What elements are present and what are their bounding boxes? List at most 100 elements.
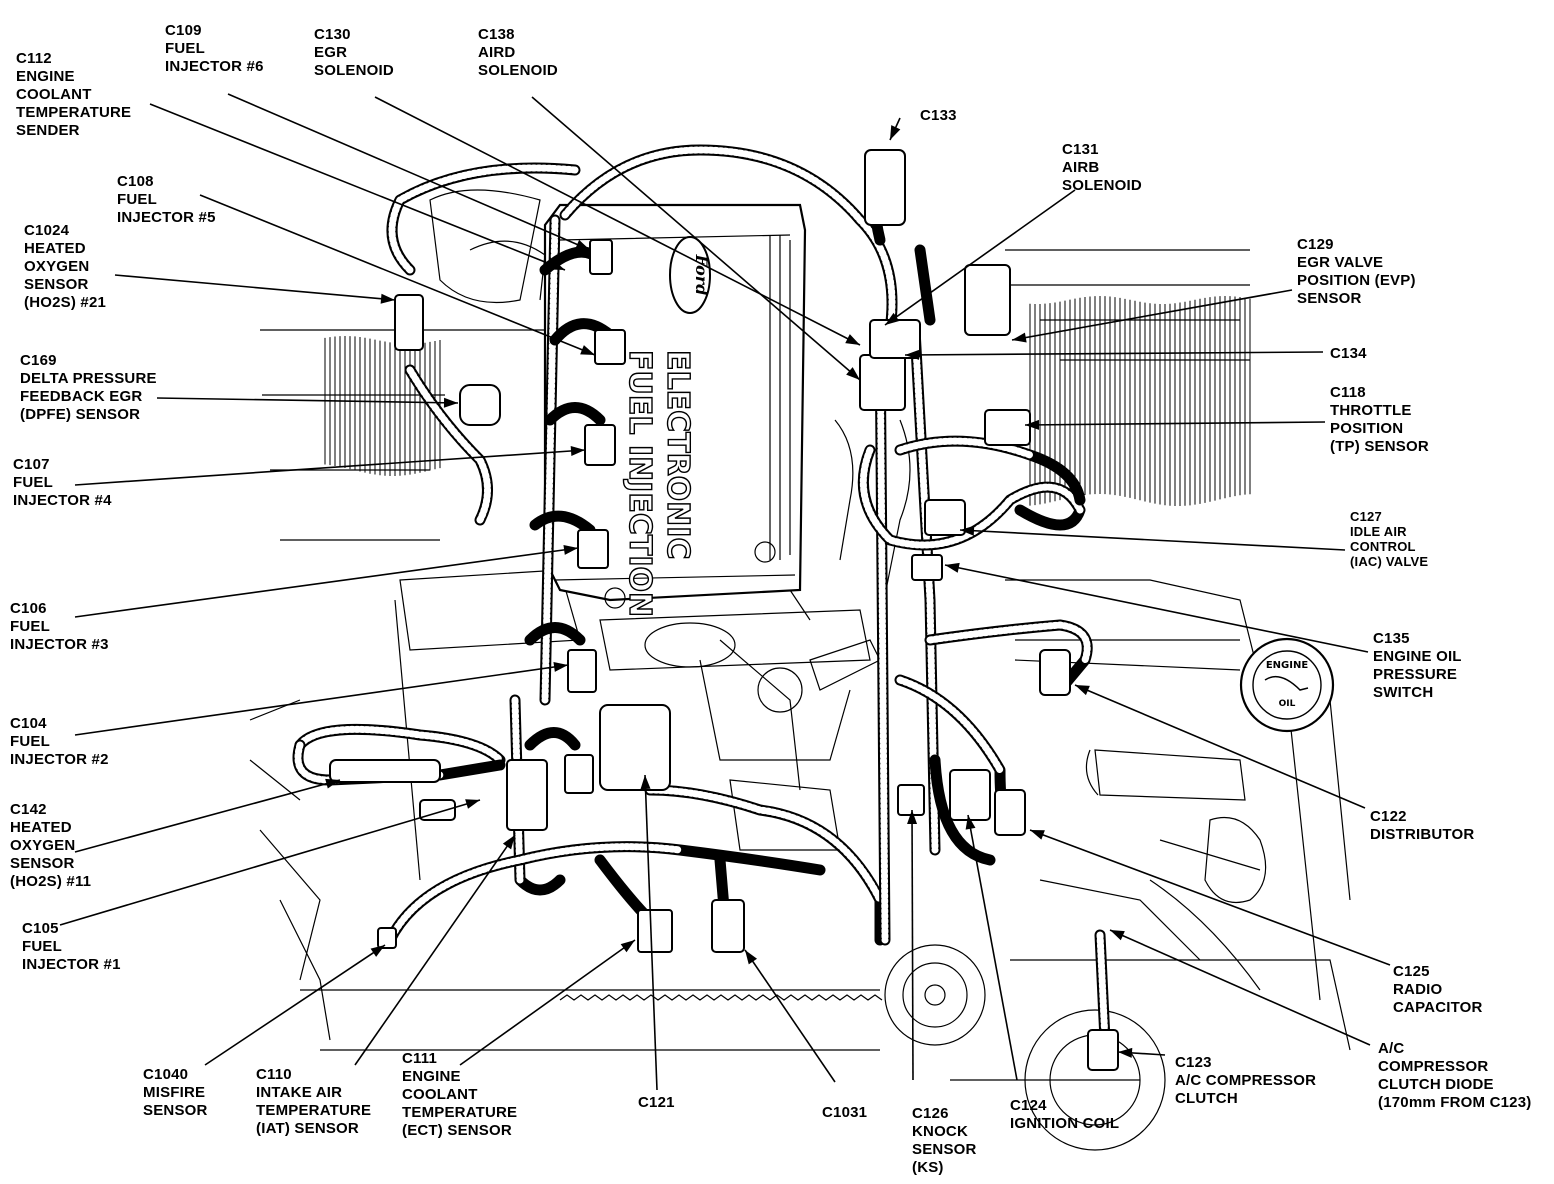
label-c1024: C1024 HEATED OXYGEN SENSOR (HO2S) #21 — [24, 222, 107, 311]
label-c135: C135 ENGINE OIL PRESSURE SWITCH — [1373, 630, 1462, 701]
connector-c123 — [1087, 1029, 1119, 1071]
arrowheads — [325, 125, 1133, 1058]
arrowhead — [1030, 830, 1045, 840]
arrowhead — [890, 125, 901, 140]
label-c122: C122 DISTRIBUTOR — [1370, 808, 1475, 843]
label-c1040: C1040 MISFIRE SENSOR — [143, 1066, 208, 1119]
arrowhead — [640, 775, 651, 790]
arrowhead — [370, 945, 385, 957]
connector-c107 — [584, 424, 616, 466]
valve-cover-text-line1: ELECTRONIC — [660, 350, 695, 559]
arrowhead — [1025, 419, 1040, 430]
connector-c127 — [924, 499, 966, 536]
arrowhead — [905, 349, 920, 360]
connector-c1040 — [377, 927, 397, 949]
label-ac-compressor-clutch-diode: A/C COMPRESSOR CLUTCH DIODE (170mm FROM … — [1378, 1040, 1532, 1111]
arrowhead — [580, 345, 595, 355]
connector-c121 — [637, 909, 673, 953]
label-c142: C142 HEATED OXYGEN SENSOR (HO2S) #11 — [10, 801, 92, 890]
label-c107: C107 FUEL INJECTOR #4 — [13, 456, 112, 509]
connector-c1031 — [711, 899, 745, 953]
connector-c104 — [567, 649, 597, 693]
connector-c122 — [1039, 649, 1071, 696]
arrowhead — [965, 815, 976, 830]
label-c111: C111 ENGINE COOLANT TEMPERATURE (ECT) SE… — [402, 1050, 518, 1139]
arrowhead — [563, 544, 578, 555]
connector-c142 — [329, 759, 441, 783]
arrowhead — [553, 662, 568, 672]
connector-c133 — [864, 149, 906, 226]
label-c126: C126 KNOCK SENSOR (KS) — [912, 1105, 977, 1176]
arrowhead — [502, 835, 515, 850]
arrowhead — [1075, 685, 1090, 696]
ford-badge-text: Ford — [692, 254, 711, 296]
label-c112: C112 ENGINE COOLANT TEMPERATURE SENDER — [16, 50, 132, 139]
arrowhead — [575, 239, 590, 250]
leader-lines — [59, 93, 1391, 1091]
connector-c118 — [984, 409, 1031, 446]
label-c123: C123 A/C COMPRESSOR CLUTCH — [1175, 1054, 1317, 1107]
arrowhead — [945, 562, 960, 573]
arrowhead — [550, 260, 565, 270]
arrowhead — [380, 293, 395, 304]
label-c109: C109 FUEL INJECTOR #6 — [165, 22, 264, 75]
connector-c108 — [594, 329, 626, 365]
valve-cover: Ford ELECTRONIC FUEL INJECTION — [543, 203, 881, 713]
label-c110: C110 INTAKE AIR TEMPERATURE (IAT) SENSOR — [256, 1066, 372, 1137]
arrowhead — [325, 778, 340, 789]
oil-cap-label-bottom: OIL — [1279, 699, 1296, 709]
connector-c129 — [964, 264, 1011, 336]
valve-cover-text-line2: FUEL INJECTION — [622, 350, 657, 617]
label-c125: C125 RADIO CAPACITOR — [1393, 963, 1483, 1016]
arrowhead — [907, 810, 918, 825]
arrowhead — [845, 334, 860, 345]
label-c169: C169 DELTA PRESSURE FEEDBACK EGR (DPFE) … — [20, 352, 157, 423]
connector-c135 — [911, 554, 943, 581]
connector-c121-main — [599, 704, 671, 791]
arrowhead — [443, 397, 458, 408]
connector-c105 — [564, 754, 594, 794]
connector-c169 — [459, 384, 501, 426]
label-c106: C106 FUEL INJECTOR #3 — [10, 600, 109, 653]
arrowhead — [960, 525, 975, 536]
arrowhead — [885, 312, 900, 325]
label-c105: C105 FUEL INJECTOR #1 — [22, 920, 121, 973]
connector-c126 — [897, 784, 925, 816]
oil-pan-edge — [300, 989, 1140, 1081]
label-c121: C121 — [638, 1094, 675, 1111]
connector-c106 — [577, 529, 609, 569]
connector-c125 — [994, 789, 1026, 836]
arrowhead — [1012, 332, 1027, 343]
label-c1031: C1031 — [822, 1104, 868, 1121]
connector-c110 — [506, 759, 548, 831]
oil-cap-label-top: ENGINE — [1266, 660, 1308, 671]
label-c129: C129 EGR VALVE POSITION (EVP) SENSOR — [1297, 236, 1416, 307]
arrowhead — [846, 367, 860, 380]
left-radiator-fins — [324, 336, 441, 476]
wiring-harness — [292, 144, 1111, 1046]
engine-block-outline — [249, 189, 1351, 1051]
arrowhead — [1118, 1047, 1133, 1058]
arrowhead — [570, 445, 585, 456]
arrowhead — [1110, 930, 1125, 941]
connector-c109 — [589, 239, 613, 275]
label-c108: C108 FUEL INJECTOR #5 — [117, 173, 216, 226]
label-c133: C133 — [920, 107, 957, 124]
arrowhead — [620, 940, 635, 953]
connector-c124 — [949, 769, 991, 821]
connector-c1024 — [394, 294, 424, 351]
connectors — [329, 149, 1119, 1071]
oil-fill-cap: ENGINE OIL — [1239, 637, 1335, 733]
arrowhead — [465, 799, 480, 809]
crank-pulley — [884, 944, 1166, 1151]
label-c124: C124 IGNITION COIL — [1010, 1097, 1120, 1132]
connector-c134 — [859, 354, 906, 411]
label-c118: C118 THROTTLE POSITION (TP) SENSOR — [1330, 384, 1429, 455]
arrowhead — [745, 950, 758, 965]
label-c130: C130 EGR SOLENOID — [314, 26, 394, 79]
label-c138: C138 AIRD SOLENOID — [478, 26, 558, 79]
label-c104: C104 FUEL INJECTOR #2 — [10, 715, 109, 768]
label-c127: C127 IDLE AIR CONTROL (IAC) VALVE — [1350, 509, 1429, 569]
